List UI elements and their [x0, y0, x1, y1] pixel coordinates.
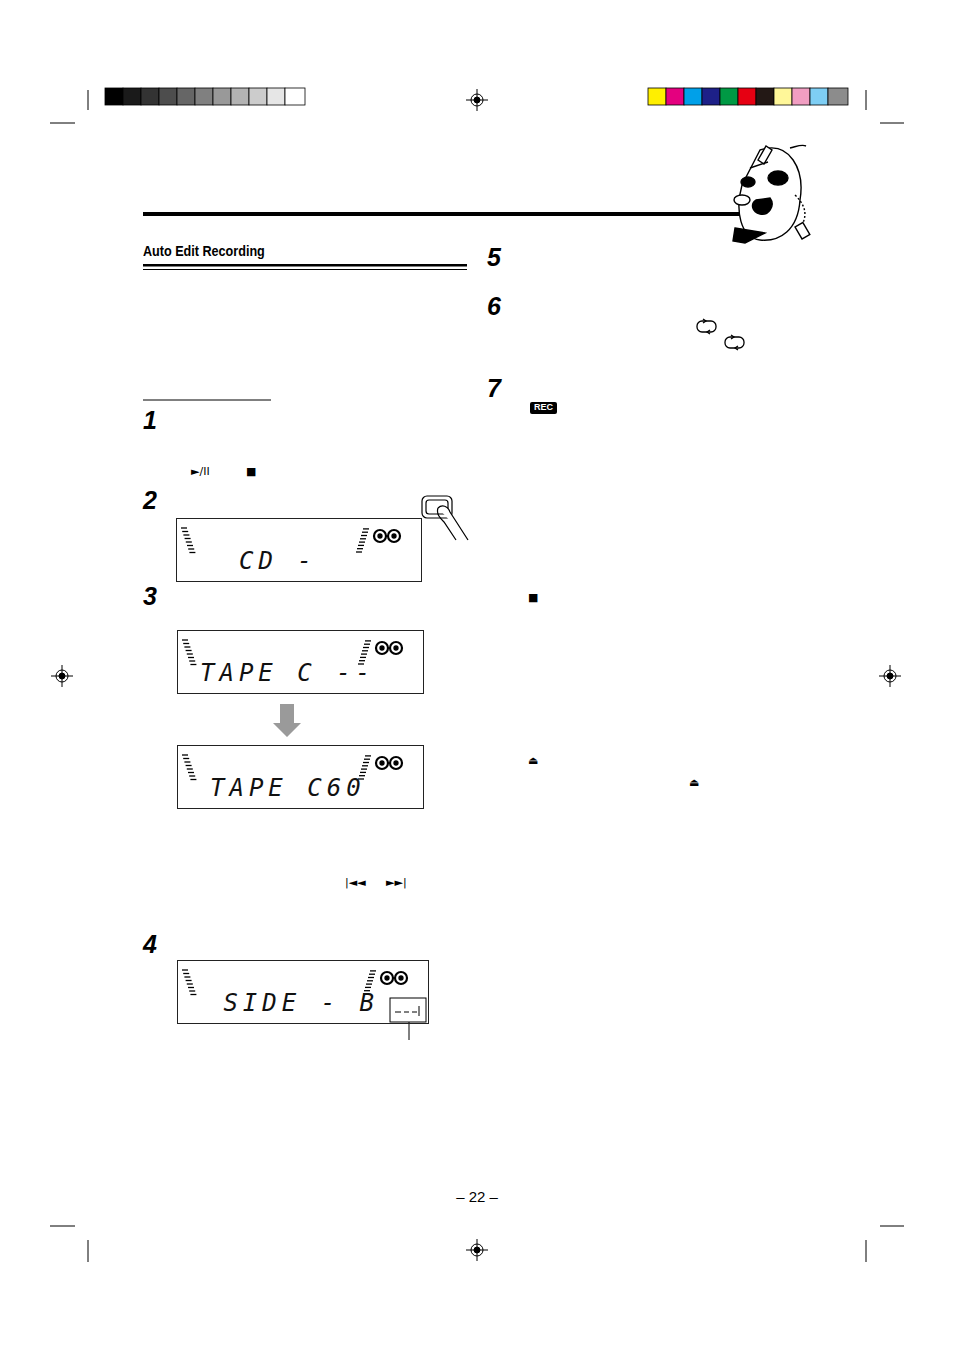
- lcd-display: CD -: [176, 518, 422, 582]
- badge-text: REC: [534, 402, 553, 412]
- registration-marks: [51, 89, 901, 1261]
- rec-badge: REC: [530, 402, 557, 414]
- step-number: 7: [487, 376, 501, 401]
- button-symbol: ⏏: [689, 777, 699, 788]
- header-rule: [143, 212, 745, 216]
- button-symbol: ⏏: [528, 755, 538, 766]
- button-symbol: ►/II: [191, 466, 210, 477]
- gray-bar: [105, 88, 305, 105]
- title-rule: [143, 264, 467, 267]
- lcd-display: SIDE - B: [177, 960, 429, 1024]
- step-number: 3: [143, 584, 157, 609]
- display-text: TAPE C60: [210, 776, 366, 800]
- step-number: 5: [487, 245, 501, 270]
- lcd-display: TAPE C --: [177, 630, 424, 694]
- mascot-illustration: [733, 145, 810, 243]
- color-bar: [648, 88, 848, 105]
- step-number: 6: [487, 294, 501, 319]
- button-symbol: ■: [528, 592, 538, 603]
- display-text: TAPE C --: [200, 661, 375, 685]
- title-rule: [143, 269, 467, 270]
- button-symbol: |◄◄: [345, 877, 366, 888]
- button-symbol: ■: [246, 466, 256, 477]
- flow-arrow: [273, 704, 301, 737]
- step-number: 2: [143, 488, 157, 513]
- button-symbol: ►►|: [386, 877, 407, 888]
- page-number: – 22 –: [456, 1189, 498, 1204]
- lcd-display: TAPE C60: [177, 745, 424, 809]
- step-number: 4: [143, 932, 157, 957]
- display-text: SIDE - B: [223, 991, 379, 1015]
- side-indicator: [390, 998, 426, 1040]
- repeat-icon: [697, 319, 744, 350]
- lcd-indicators: [181, 528, 407, 995]
- button-press-illustration: [422, 496, 468, 540]
- display-text: CD -: [239, 549, 317, 573]
- subhead-rule: [143, 400, 271, 401]
- step-number: 1: [143, 408, 157, 433]
- section-heading: Auto Edit Recording: [143, 244, 265, 258]
- crop-marks: [50, 90, 904, 1262]
